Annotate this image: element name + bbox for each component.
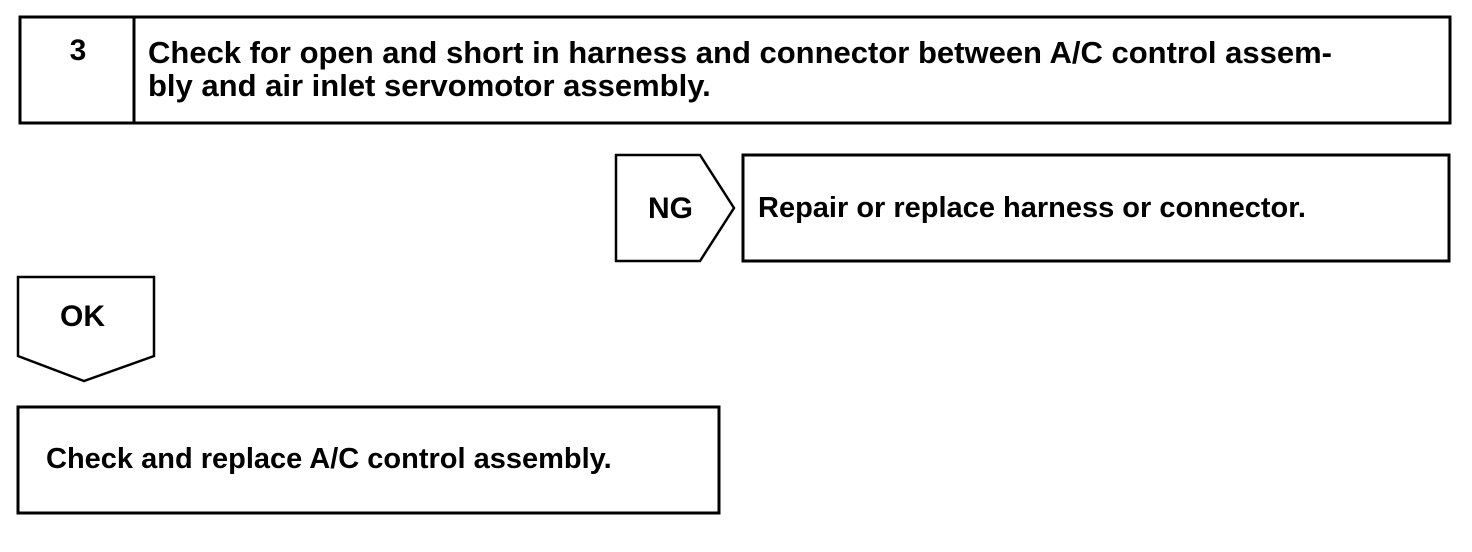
step-title-line-1: Check for open and short in harness and … bbox=[148, 35, 1332, 70]
ok-label: OK bbox=[60, 300, 105, 333]
step-title-line-2: bly and air inlet servomotor assembly. bbox=[148, 68, 711, 103]
step-title: Check for open and short in harness and … bbox=[148, 36, 1332, 102]
ng-action-text: Repair or replace harness or connector. bbox=[758, 192, 1306, 224]
step-number: 3 bbox=[69, 34, 87, 67]
ng-action-box bbox=[741, 153, 1451, 263]
ok-action-box bbox=[16, 405, 721, 515]
step-box bbox=[18, 15, 1452, 125]
ng-label: NG bbox=[648, 192, 693, 225]
ok-arrow-shape bbox=[16, 275, 156, 383]
ok-action-text: Check and replace A/C control assembly. bbox=[46, 443, 612, 475]
ng-arrow-shape bbox=[614, 153, 736, 263]
